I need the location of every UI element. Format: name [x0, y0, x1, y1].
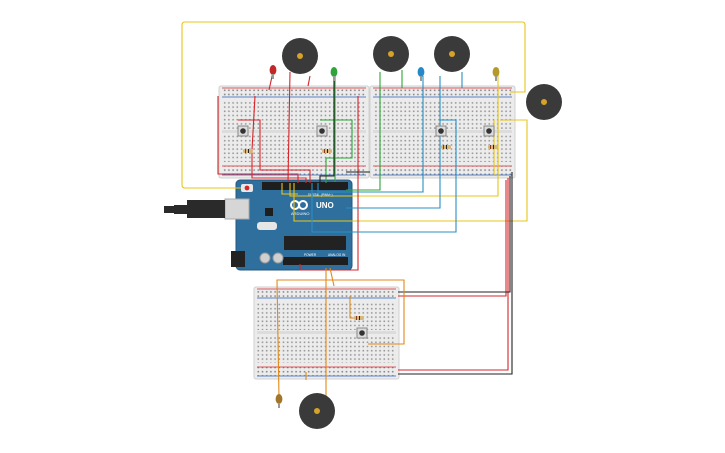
resistor-2 — [322, 149, 332, 153]
buzzer-3 — [434, 36, 470, 72]
wire-blue-2 — [311, 119, 457, 233]
arduino-digital-header: DIGITAL (PWM~) — [308, 193, 333, 197]
buzzer-4 — [526, 84, 562, 120]
buzzer-5 — [299, 393, 335, 429]
led-green — [330, 67, 338, 81]
wire-red-7 — [398, 180, 507, 297]
wire-black-2 — [398, 176, 511, 293]
led-blue — [417, 67, 425, 81]
wire-red-4 — [238, 119, 311, 183]
pushbutton-2 — [316, 125, 328, 137]
usb-cable — [164, 198, 250, 220]
wire-yellow-b — [293, 119, 528, 222]
wires — [181, 21, 528, 408]
arduino-brand-text: ARDUINO — [291, 211, 309, 216]
wire-red-5 — [299, 96, 359, 271]
led-red — [269, 65, 277, 79]
led-orange — [275, 394, 283, 408]
pushbutton-4 — [483, 125, 495, 137]
arduino-logo-text: UNO — [316, 201, 334, 210]
wire-yellow-e — [281, 183, 298, 195]
led-yellow — [492, 67, 500, 81]
wire-red-8 — [398, 178, 509, 371]
arduino-uno-board: UNO ARDUINO DIGITAL (PWM~) POWER ANALOG … — [231, 179, 353, 271]
pushbutton-5 — [356, 327, 368, 339]
pushbutton-1 — [237, 125, 249, 137]
wire-orange-1 — [276, 279, 405, 399]
arduino-power-header: POWER — [304, 253, 317, 257]
wire-red-9 — [307, 75, 311, 87]
resistor-1 — [243, 149, 253, 153]
wire-yellow-loop — [181, 21, 526, 189]
wire-blue-3 — [346, 76, 441, 209]
wire-red-2 — [287, 71, 291, 183]
wire-red-6 — [251, 95, 307, 183]
wire-blue-1 — [317, 76, 424, 193]
wire-orange-3 — [329, 267, 335, 287]
resistor-5 — [354, 316, 364, 320]
wire-green-3 — [346, 72, 381, 191]
wire-black-3 — [398, 172, 513, 375]
resistor-4 — [488, 145, 498, 149]
wire-green-2 — [320, 119, 353, 183]
arduino-analog-header: ANALOG IN — [328, 253, 346, 257]
buzzer-1 — [282, 38, 318, 74]
resistor-3 — [441, 145, 451, 149]
breadboard-top-right — [369, 85, 516, 179]
buzzer-2 — [373, 36, 409, 72]
pushbutton-3 — [435, 125, 447, 137]
wire-black-1 — [319, 70, 335, 184]
